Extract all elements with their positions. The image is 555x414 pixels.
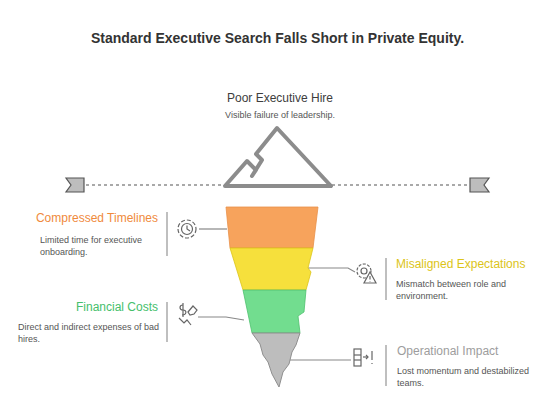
process-impact-icon <box>354 349 372 366</box>
clock-icon <box>178 220 196 238</box>
band-description: Mismatch between role and environment. <box>396 279 521 302</box>
band-description: Lost momentum and destabilized teams. <box>397 366 532 389</box>
leader-line <box>290 359 351 360</box>
band-description: Direct and indirect expenses of bad hire… <box>18 322 168 345</box>
leader-line <box>307 268 355 272</box>
funnel-tip: Operational ImpactLost momentum and dest… <box>250 331 545 391</box>
tip-heading: Poor Executive Hire <box>195 91 365 107</box>
iceberg-tip: Poor Executive HireVisible failure of le… <box>195 86 365 190</box>
shape-fill <box>252 333 300 387</box>
right-flag <box>470 178 489 192</box>
shape-fill <box>230 248 313 290</box>
band-description: Limited time for executive onboarding. <box>40 235 162 258</box>
divider-bar <box>166 302 168 342</box>
divider-bar <box>385 258 387 300</box>
leader-line <box>198 317 244 320</box>
shape-fill <box>225 128 331 186</box>
shape-fill <box>243 290 306 333</box>
divider-bar <box>166 212 168 256</box>
shape-fill <box>226 207 318 248</box>
left-flag <box>66 178 84 192</box>
band-heading: Financial Costs <box>20 300 158 316</box>
band-heading: Misaligned Expectations <box>396 257 548 273</box>
divider-bar <box>385 345 387 386</box>
money-hand-icon <box>179 303 197 325</box>
gear-warning-icon <box>357 264 376 283</box>
leader-line <box>199 228 227 229</box>
band-heading: Compressed Timelines <box>20 211 158 227</box>
diagram-title: Standard Executive Search Falls Short in… <box>0 30 555 46</box>
band-heading: Operational Impact <box>397 344 542 360</box>
tip-description: Visible failure of leadership. <box>195 110 365 122</box>
